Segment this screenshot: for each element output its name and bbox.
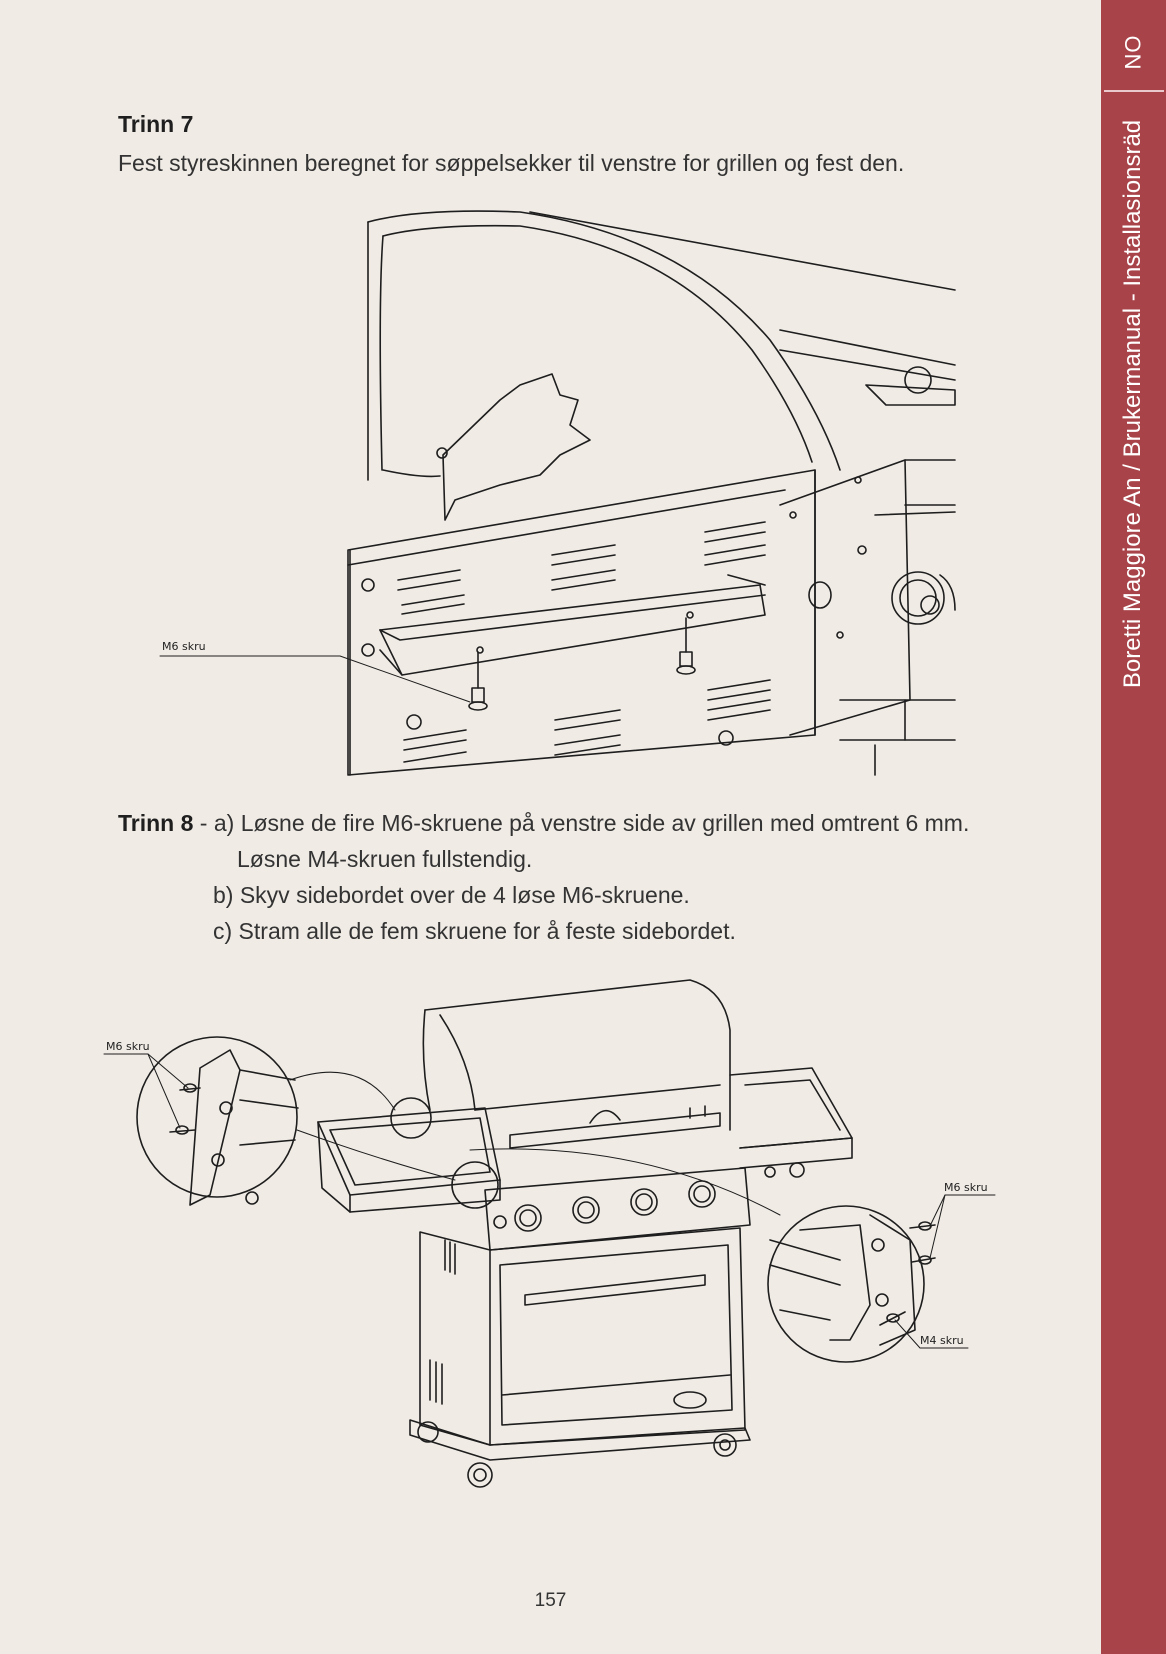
sidebar-divider	[1104, 90, 1164, 92]
page-number: 157	[534, 1590, 567, 1611]
illustrations: M6 skru M6 skru M6 skru M4 skru	[103, 210, 996, 1488]
label-m6-left: M6 skru	[106, 1040, 150, 1053]
label-m4: M4 skru	[920, 1334, 964, 1347]
step7-heading: Trinn 7	[118, 111, 194, 137]
step8-line-a2: Løsne M4-skruen fullstendig.	[237, 846, 533, 872]
language-tag: NO	[1120, 34, 1146, 70]
step8-line-a1: Trinn 8 - a) Løsne de fire M6-skruene på…	[118, 810, 970, 836]
step8-line-c: c) Stram alle de fem skruene for å feste…	[213, 918, 736, 944]
sidebar	[1101, 0, 1166, 1654]
step8-line-b: b) Skyv sidebordet over de 4 løse M6-skr…	[213, 882, 690, 908]
step8-illustration	[103, 979, 996, 1488]
step7-text: Fest styreskinnen beregnet for søppelsek…	[118, 150, 905, 176]
label-m6-right: M6 skru	[944, 1181, 988, 1194]
step8-heading: Trinn 8	[118, 810, 194, 836]
label-m6-step7: M6 skru	[162, 640, 206, 653]
step7-illustration	[159, 210, 956, 776]
